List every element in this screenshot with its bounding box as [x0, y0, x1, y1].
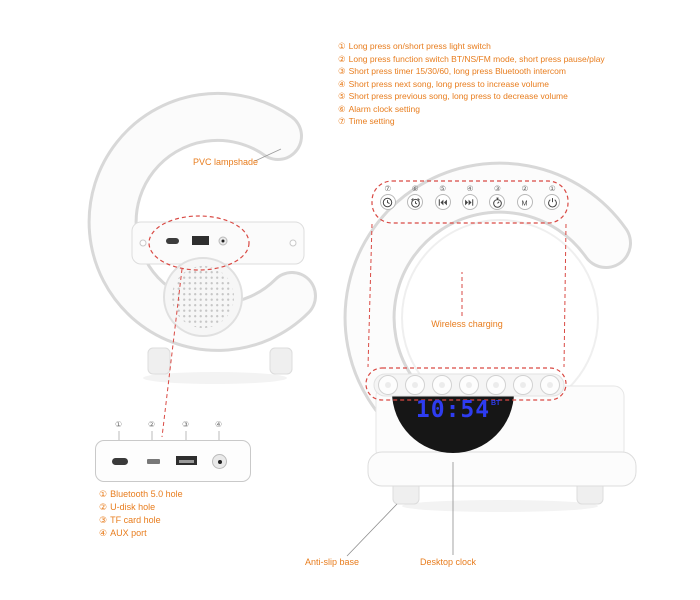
anti-slip-base [367, 451, 637, 487]
legend-callout-rect [371, 180, 569, 224]
legend-button-time-setting: ⑦ [374, 184, 401, 222]
speaker-grille [172, 266, 234, 328]
timer-icon [489, 194, 506, 210]
legend-button-next: ④ [456, 184, 483, 222]
feature-number: ⑥ [338, 103, 346, 114]
port-item-number: ③ [99, 515, 108, 525]
left-device-foot [147, 347, 171, 375]
wireless-charging-label: Wireless charging [431, 319, 503, 329]
feature-text: Long press on/short press light switch [348, 41, 491, 51]
bluetooth-indicator: BT [491, 400, 501, 407]
right-device-shadow [402, 500, 598, 512]
port-panel-zoom [95, 440, 251, 482]
port-item-text: TF card hole [110, 515, 161, 525]
port-item-text: AUX port [110, 528, 147, 538]
legend-number: ④ [466, 184, 474, 193]
legend-button-alarm: ⑥ [401, 184, 428, 222]
feature-text: Short press previous song, long press to… [348, 91, 568, 101]
port-item-text: U-disk hole [110, 502, 156, 512]
anti-slip-leader [346, 503, 398, 557]
aux-jack [212, 454, 227, 469]
feature-number: ④ [338, 78, 346, 89]
ports-callout-ellipse [148, 215, 250, 271]
pvc-lampshade-label: PVC lampshade [192, 157, 258, 167]
feature-text: Short press timer 15/30/60, long press B… [348, 66, 566, 76]
tf-card-slot [147, 459, 160, 464]
legend-number: ⑦ [384, 184, 392, 193]
legend-connector-right [563, 223, 567, 368]
lamp-speaker-back-view [87, 91, 317, 438]
feature-number: ② [338, 53, 346, 64]
usb-a-port [176, 456, 197, 465]
port-number: ① [115, 420, 123, 429]
ports-callout-line [161, 268, 183, 438]
button-legend: ⑦ ⑥ ⑤ ④ ③ [374, 184, 566, 222]
aux-hole [221, 239, 225, 243]
port-item-number: ② [99, 502, 108, 512]
clock-time-display: 10:54 [415, 397, 491, 423]
port-number: ③ [182, 420, 190, 429]
legend-button-previous: ⑤ [429, 184, 456, 222]
port-item-number: ① [99, 489, 108, 499]
legend-number: ② [521, 184, 529, 193]
port-item-number: ④ [99, 528, 108, 538]
time-icon [379, 194, 396, 210]
clock-display [392, 392, 514, 453]
feature-text: Short press next song, long press to inc… [348, 78, 549, 89]
power-icon [544, 194, 561, 210]
feature-text: Alarm clock setting [348, 103, 420, 114]
desktop-clock-label: Desktop clock [420, 557, 477, 567]
anti-slip-base-label: Anti-slip base [305, 557, 360, 567]
usb-c-port [166, 238, 179, 244]
legend-connector-left [367, 223, 373, 368]
buttons-callout-rect [365, 367, 567, 401]
alarm-icon [407, 194, 424, 210]
pvc-lampshade-leader [254, 148, 282, 162]
left-device-shadow [143, 372, 287, 384]
legend-number: ③ [494, 184, 501, 193]
device-buttons [378, 375, 560, 395]
legend-number: ⑥ [411, 184, 419, 193]
legend-button-power: ① [539, 184, 566, 222]
svg-text:M: M [522, 198, 528, 207]
legend-number: ① [548, 184, 556, 193]
feature-text: Time setting [348, 116, 395, 126]
port-item-text: Bluetooth 5.0 hole [110, 489, 183, 499]
legend-number: ⑤ [439, 184, 446, 193]
feature-number: ③ [338, 66, 346, 76]
screw [139, 239, 147, 247]
screw [289, 239, 297, 247]
feature-number: ⑤ [338, 91, 346, 101]
feature-text: Long press function switch BT/NS/FM mode… [348, 53, 605, 64]
mode-icon: M [516, 194, 533, 210]
feature-number: ⑦ [338, 116, 346, 126]
port-number: ② [148, 420, 156, 429]
legend-button-timer: ③ [484, 184, 511, 222]
legend-button-mode: ② M [511, 184, 538, 222]
previous-track-icon [434, 194, 451, 210]
left-device-foot [269, 347, 293, 375]
usb-c-port [112, 458, 128, 465]
port-number: ④ [215, 420, 223, 429]
feature-number: ① [338, 41, 346, 51]
lamp-speaker-front-view [343, 161, 637, 512]
next-track-icon [461, 194, 478, 210]
usb-a-port [192, 236, 209, 245]
